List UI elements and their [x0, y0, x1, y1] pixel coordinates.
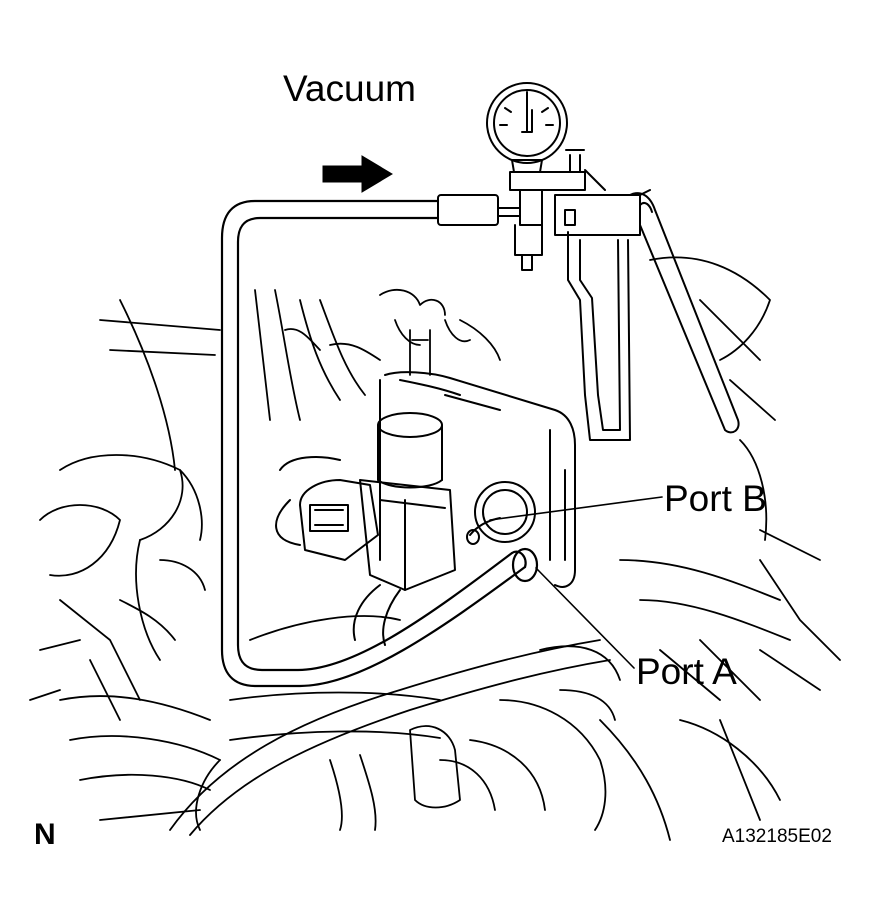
- port-b-label: Port B: [664, 478, 767, 519]
- right-arrow-icon: [322, 155, 393, 193]
- engine-background: [29, 256, 841, 841]
- port-b-leader: [489, 496, 663, 521]
- figure-code: A132185E02: [722, 826, 832, 847]
- vacuum-pump-tool: [437, 82, 740, 441]
- corner-mark: N: [34, 818, 56, 851]
- vsv-valve-assembly: [275, 371, 576, 646]
- port-a-label: Port A: [636, 651, 737, 692]
- vacuum-hose: [220, 199, 539, 688]
- vacuum-label: Vacuum: [283, 68, 416, 109]
- port-a-leader: [535, 567, 635, 669]
